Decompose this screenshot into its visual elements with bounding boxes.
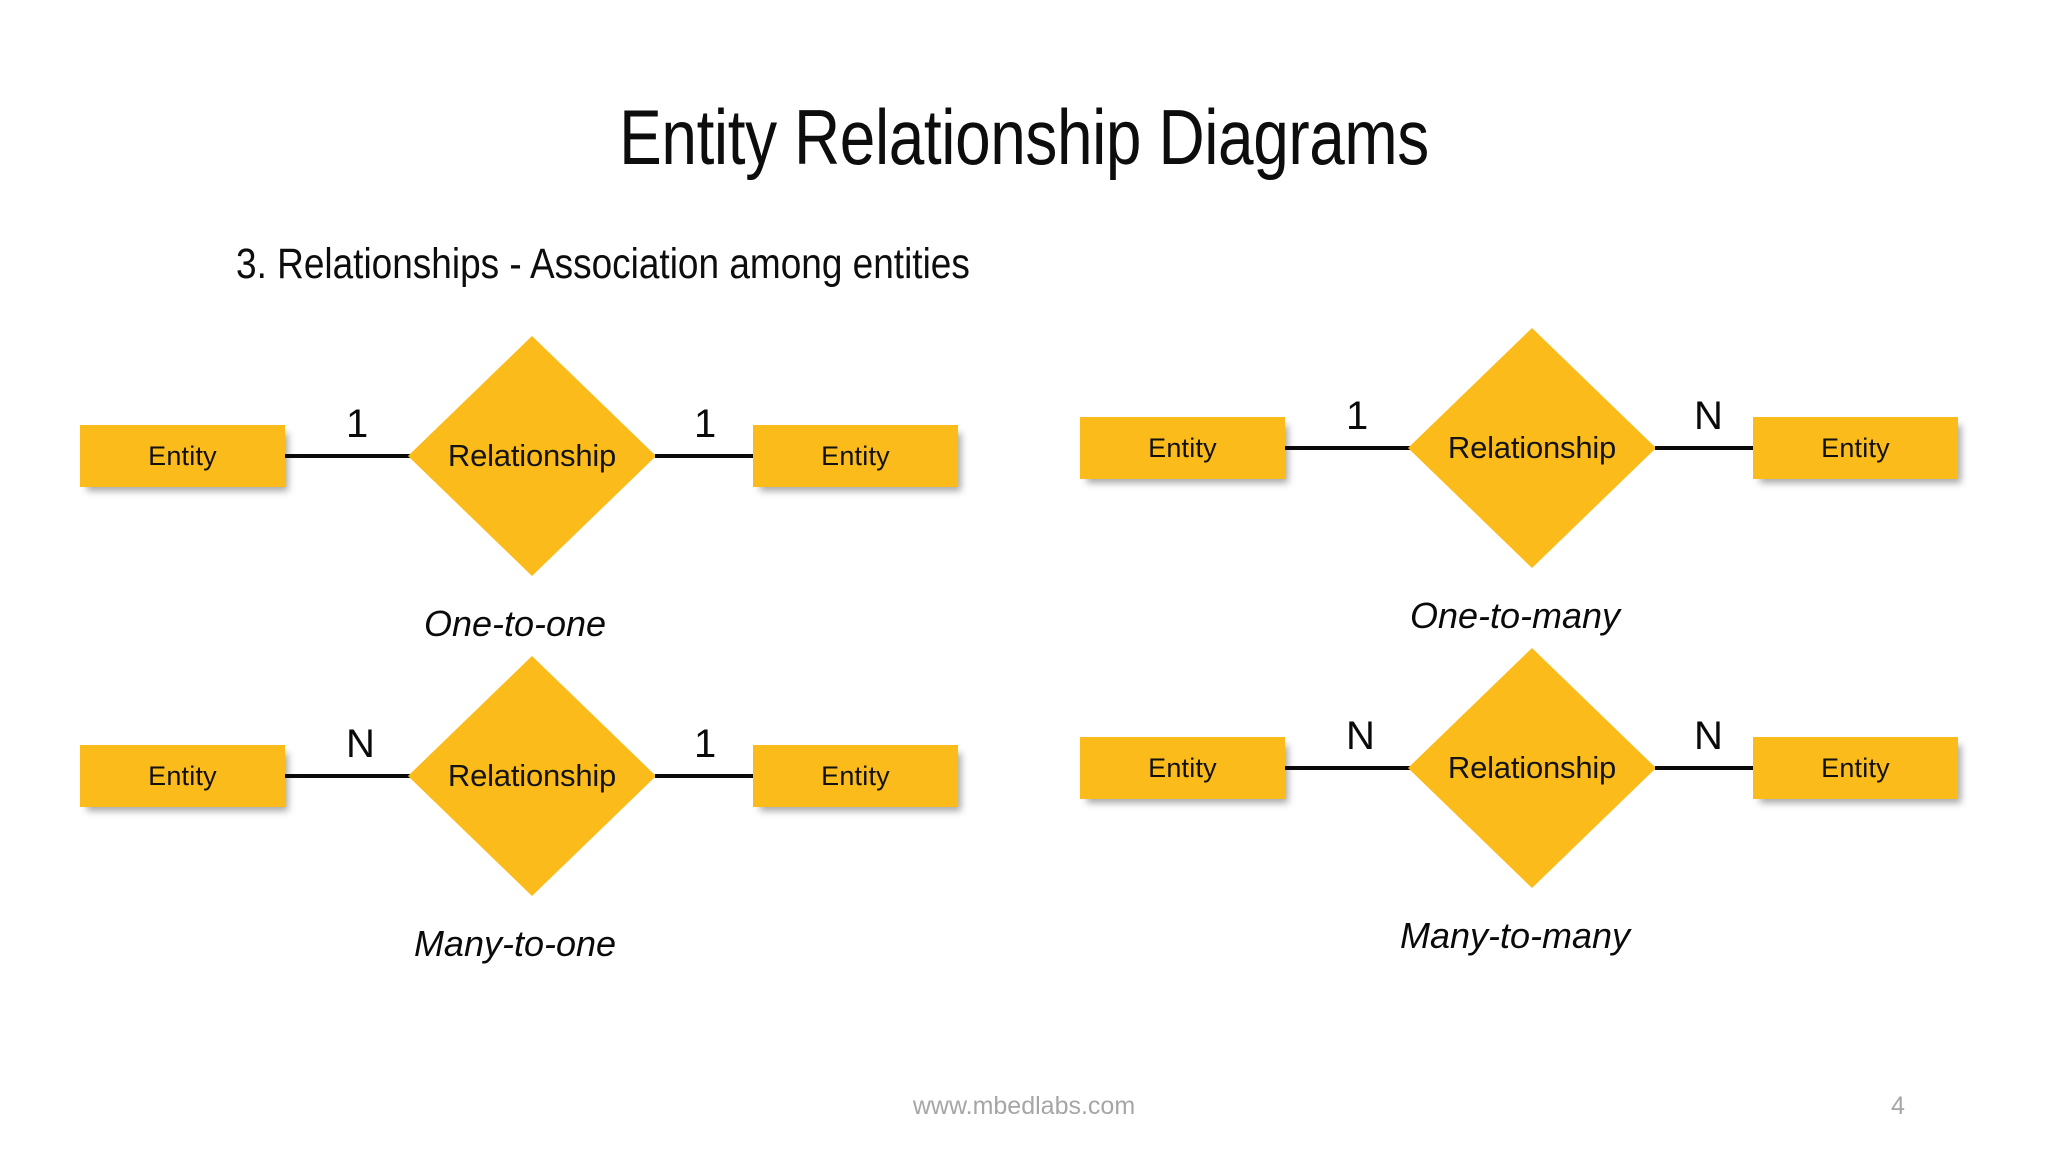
diagram-caption: Many-to-many <box>1399 915 1631 956</box>
connector-line-right <box>1655 446 1755 450</box>
er-diagram-many-to-one: Entity N Relationship 1 Entity Many-to-o… <box>10 640 1020 1090</box>
entity-box-left: Entity <box>80 425 285 487</box>
cardinality-label-left: N <box>1346 714 1375 758</box>
entity-box-right: Entity <box>1753 417 1958 479</box>
entity-label: Entity <box>1821 432 1890 463</box>
relationship-label: Relationship <box>1447 750 1617 785</box>
entity-box-right: Entity <box>1753 737 1958 799</box>
entity-label: Entity <box>148 760 217 791</box>
footer-website: www.mbedlabs.com <box>912 1092 1136 1120</box>
entity-label: Entity <box>1148 432 1217 463</box>
entity-label: Entity <box>148 440 217 471</box>
entity-box-left: Entity <box>1080 737 1285 799</box>
relationship-label: Relationship <box>447 758 617 793</box>
er-diagram-one-to-one: Entity 1 Relationship 1 Entity One-to-on… <box>10 320 1020 770</box>
cardinality-label-right: N <box>1694 714 1723 758</box>
relationship-label: Relationship <box>447 438 617 473</box>
connector-line-right <box>655 454 755 458</box>
slide-page-number: 4 <box>1891 1092 1905 1120</box>
diagram-caption: One-to-many <box>1409 595 1621 636</box>
er-diagram-one-to-many: Entity 1 Relationship N Entity One-to-ma… <box>1010 312 2020 762</box>
relationship-diamond: Relationship <box>408 656 656 896</box>
entity-box-right: Entity <box>753 425 958 487</box>
entity-label: Entity <box>1148 752 1217 783</box>
diagram-caption: One-to-one <box>423 603 607 644</box>
cardinality-label-left: 1 <box>1346 394 1369 438</box>
entity-label: Entity <box>1821 752 1890 783</box>
diagram-caption: Many-to-one <box>413 923 617 964</box>
connector-line-left <box>1285 766 1410 770</box>
relationship-diamond: Relationship <box>1408 648 1656 888</box>
connector-line-right <box>1655 766 1755 770</box>
connector-line-left <box>285 454 410 458</box>
relationship-label: Relationship <box>1447 430 1617 465</box>
entity-box-left: Entity <box>1080 417 1285 479</box>
cardinality-label-left: N <box>346 722 375 766</box>
entity-label: Entity <box>821 440 890 471</box>
connector-line-left <box>285 774 410 778</box>
page-title: Entity Relationship Diagrams <box>619 93 1429 181</box>
er-diagram-many-to-many: Entity N Relationship N Entity Many-to-m… <box>1010 632 2020 1082</box>
relationship-diamond: Relationship <box>408 336 656 576</box>
cardinality-label-right: 1 <box>694 402 717 446</box>
relationship-diamond: Relationship <box>1408 328 1656 568</box>
slide-subtitle: 3. Relationships - Association among ent… <box>236 240 970 288</box>
entity-box-left: Entity <box>80 745 285 807</box>
cardinality-label-right: 1 <box>694 722 717 766</box>
connector-line-left <box>1285 446 1410 450</box>
cardinality-label-left: 1 <box>346 402 369 446</box>
cardinality-label-right: N <box>1694 394 1723 438</box>
entity-box-right: Entity <box>753 745 958 807</box>
entity-label: Entity <box>821 760 890 791</box>
connector-line-right <box>655 774 755 778</box>
